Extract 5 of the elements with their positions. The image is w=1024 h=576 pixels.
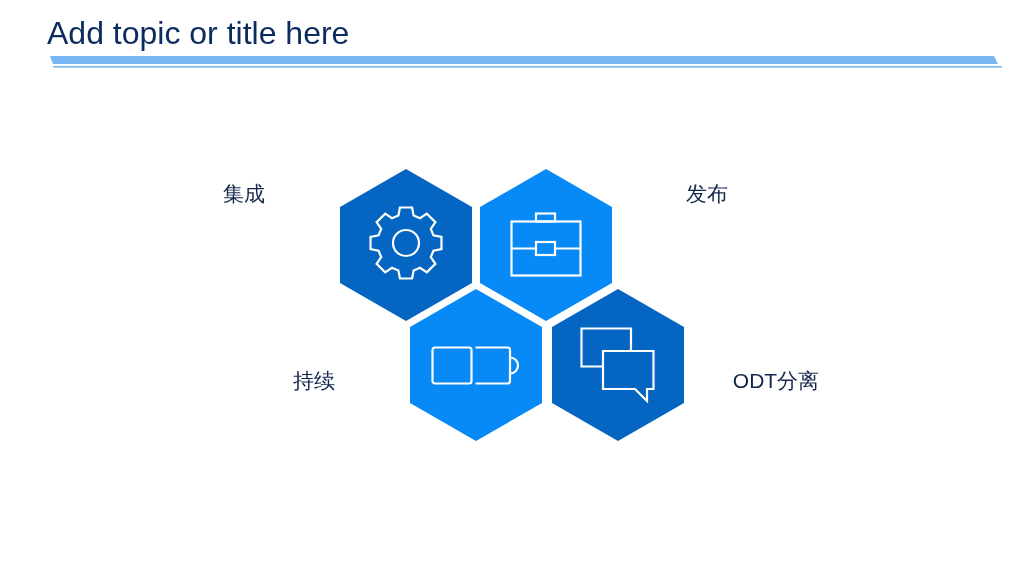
hexagon-caption: 持续 xyxy=(293,368,335,394)
hexagon-caption: 发布 xyxy=(686,181,728,207)
hexagon-caption: ODT分离 xyxy=(732,368,820,394)
hexagon-caption: 集成 xyxy=(223,181,265,207)
slide-title: Add topic or title here xyxy=(47,14,350,52)
